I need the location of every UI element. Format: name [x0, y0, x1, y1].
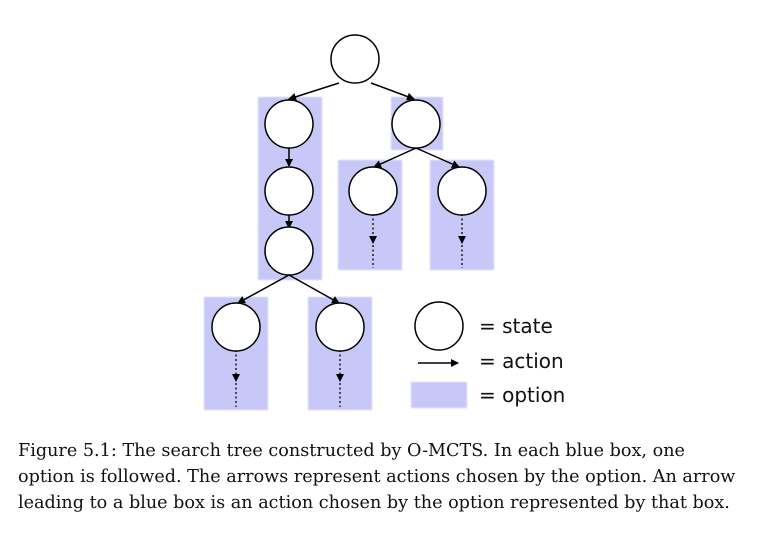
action-arrow: [415, 147, 460, 168]
continuation-tails: [235, 245, 463, 407]
state-node: [264, 99, 314, 149]
state-node: [437, 166, 487, 216]
state-node: [391, 99, 441, 149]
state-node: [264, 226, 314, 276]
caption-line-1: Figure 5.1: The search tree constructed …: [18, 441, 685, 461]
state-node: [211, 302, 261, 352]
action-arrow: [288, 274, 340, 304]
state-node: [264, 166, 314, 216]
figure-caption: Figure 5.1: The search tree constructed …: [18, 438, 758, 516]
legend-option-label: = option: [479, 383, 565, 407]
legend: = state = action = option: [414, 301, 565, 407]
search-tree-diagram: = state = action = option: [204, 34, 565, 410]
legend-state-label: = state: [479, 314, 553, 338]
legend-option-swatch: [411, 382, 467, 408]
continuation-arrows: [232, 214, 466, 382]
action-arrow: [370, 82, 415, 101]
action-arrow: [237, 274, 290, 304]
state-node: [348, 166, 398, 216]
caption-line-2: option is followed. The arrows represent…: [18, 467, 736, 487]
state-nodes: [211, 34, 487, 352]
state-node: [315, 302, 365, 352]
state-node-root: [330, 34, 380, 84]
action-arrows: [237, 82, 460, 304]
legend-action-label: = action: [479, 349, 564, 373]
action-arrow: [373, 147, 417, 168]
caption-line-3: leading to a blue box is an action chose…: [18, 493, 730, 513]
action-arrow: [288, 82, 340, 101]
legend-state-circle: [414, 301, 464, 351]
